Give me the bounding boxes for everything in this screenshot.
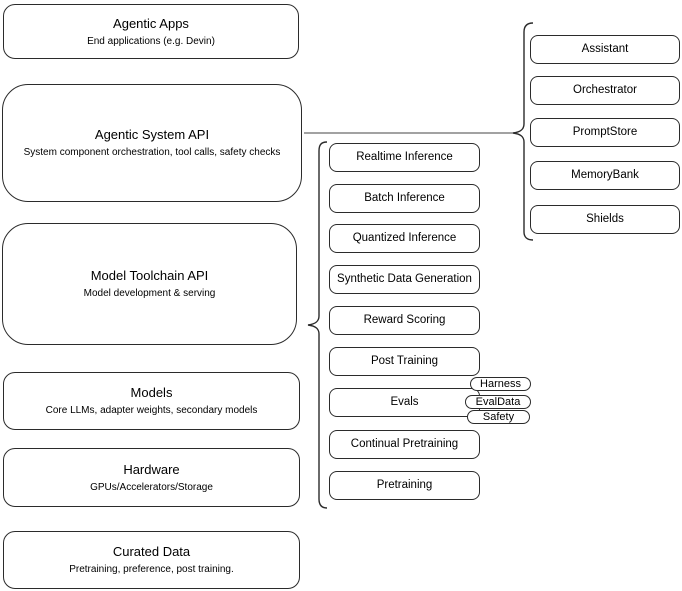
node-subtitle: Pretraining, preference, post training. (69, 564, 234, 575)
node-memorybank: MemoryBank (530, 161, 680, 190)
node-continual-pretraining: Continual Pretraining (329, 430, 480, 459)
node-subtitle: Core LLMs, adapter weights, secondary mo… (45, 405, 258, 416)
node-reward-scoring: Reward Scoring (329, 306, 480, 335)
node-orchestrator: Orchestrator (530, 76, 680, 105)
node-agentic-system-api: Agentic System API System component orch… (2, 84, 302, 202)
node-title: Agentic System API (94, 127, 210, 142)
node-pretraining: Pretraining (329, 471, 480, 500)
node-shields: Shields (530, 205, 680, 234)
node-post-training: Post Training (329, 347, 480, 376)
node-title: Curated Data (112, 544, 191, 559)
pill-harness: Harness (470, 377, 531, 391)
node-title: Models (130, 385, 173, 400)
node-quantized-inference: Quantized Inference (329, 224, 480, 253)
node-synthetic-data-generation: Synthetic Data Generation (329, 265, 480, 294)
node-curated-data: Curated Data Pretraining, preference, po… (3, 531, 300, 589)
node-models: Models Core LLMs, adapter weights, secon… (3, 372, 300, 430)
node-evals: Evals (329, 388, 480, 417)
node-agentic-apps: Agentic Apps End applications (e.g. Devi… (3, 4, 299, 59)
node-batch-inference: Batch Inference (329, 184, 480, 213)
node-title: Agentic Apps (113, 15, 189, 31)
node-subtitle: GPUs/Accelerators/Storage (90, 481, 213, 493)
node-title: Hardware (123, 461, 180, 477)
node-subtitle: End applications (e.g. Devin) (87, 35, 215, 47)
node-model-toolchain-api: Model Toolchain API Model development & … (2, 223, 297, 345)
node-hardware: Hardware GPUs/Accelerators/Storage (3, 448, 300, 507)
node-realtime-inference: Realtime Inference (329, 143, 480, 172)
node-promptstore: PromptStore (530, 118, 680, 147)
middle-group-brace (307, 141, 328, 509)
node-subtitle: Model development & serving (83, 288, 216, 299)
node-title: Model Toolchain API (90, 268, 209, 283)
pill-safety: Safety (467, 410, 530, 424)
node-assistant: Assistant (530, 35, 680, 64)
node-subtitle: System component orchestration, tool cal… (23, 147, 281, 158)
pill-evaldata: EvalData (465, 395, 531, 409)
